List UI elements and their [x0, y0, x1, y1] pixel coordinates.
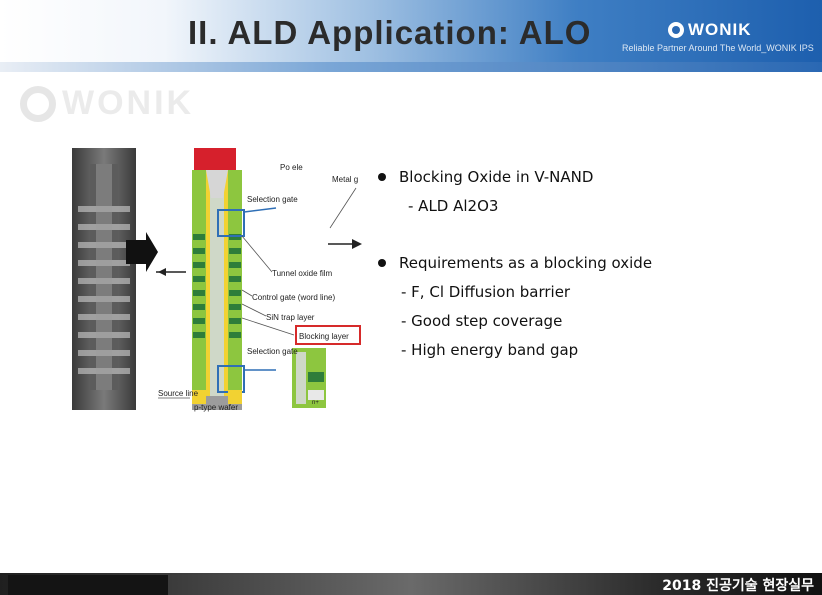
label-sin-trap: SiN trap layer — [266, 313, 315, 322]
vnand-figure: Po ele Metal g Selection gate Tunnel oxi… — [66, 140, 366, 422]
tem-image — [72, 148, 136, 410]
brand-mark-icon — [668, 22, 684, 38]
watermark-logo: WONIK — [20, 84, 194, 123]
slide-title: II. ALD Application: ALO — [188, 14, 592, 51]
bullet-item: Blocking Oxide in V-NAND — [378, 168, 593, 186]
vnand-structure — [192, 148, 245, 410]
label-selection-gate-top: Selection gate — [247, 195, 298, 204]
label-source-line: Source line — [158, 389, 199, 398]
bullet-dot-icon — [378, 259, 386, 267]
arrow-right-icon — [352, 239, 362, 249]
bullet-item: Requirements as a blocking oxide — [378, 254, 652, 272]
watermark-mark-icon — [20, 85, 56, 122]
label-control-gate: Control gate (word line) — [252, 293, 335, 302]
label-n-plus: n+ — [312, 400, 319, 406]
brand-logo: WONIK — [668, 20, 752, 40]
label-p-type-wafer: p-type wafer — [194, 403, 238, 412]
leader-lines — [158, 187, 357, 399]
bullet-text: Blocking Oxide in V-NAND — [399, 168, 594, 186]
bullet-subitem: - Good step coverage — [401, 312, 563, 330]
inset-zoom — [292, 348, 326, 408]
bullet-subitem: - ALD Al2O3 — [408, 197, 499, 215]
label-metal: Metal g — [332, 175, 358, 184]
bullet-subitem: - F, Cl Diffusion barrier — [401, 283, 571, 301]
label-poly-electrode: Po ele — [280, 163, 303, 172]
header-banner — [0, 0, 822, 72]
bullet-subitem: - High energy band gap — [401, 341, 579, 359]
arrow-head-icon — [158, 268, 166, 276]
brand-name: WONIK — [688, 20, 752, 39]
header-bar — [0, 62, 822, 72]
footer-text: 2018 진공기술 현장실무 — [662, 578, 814, 594]
bullet-dot-icon — [378, 173, 386, 181]
pointer-arrow-icon — [126, 232, 158, 272]
blocking-layer-highlight — [295, 325, 361, 345]
label-tunnel-oxide: Tunnel oxide film — [272, 269, 333, 278]
footer-bar — [0, 573, 822, 595]
watermark-name: WONIK — [62, 84, 195, 122]
vnand-diagram: Po ele Metal g Selection gate Tunnel oxi… — [72, 148, 362, 412]
label-selection-gate-bottom: Selection gate — [247, 347, 298, 356]
label-blocking-layer: Blocking layer — [299, 332, 349, 341]
bullet-text: Requirements as a blocking oxide — [399, 254, 653, 272]
blue-arrows — [243, 207, 277, 371]
footer-left-block — [8, 575, 168, 595]
brand-tagline: Reliable Partner Around The World_WONIK … — [622, 43, 814, 53]
